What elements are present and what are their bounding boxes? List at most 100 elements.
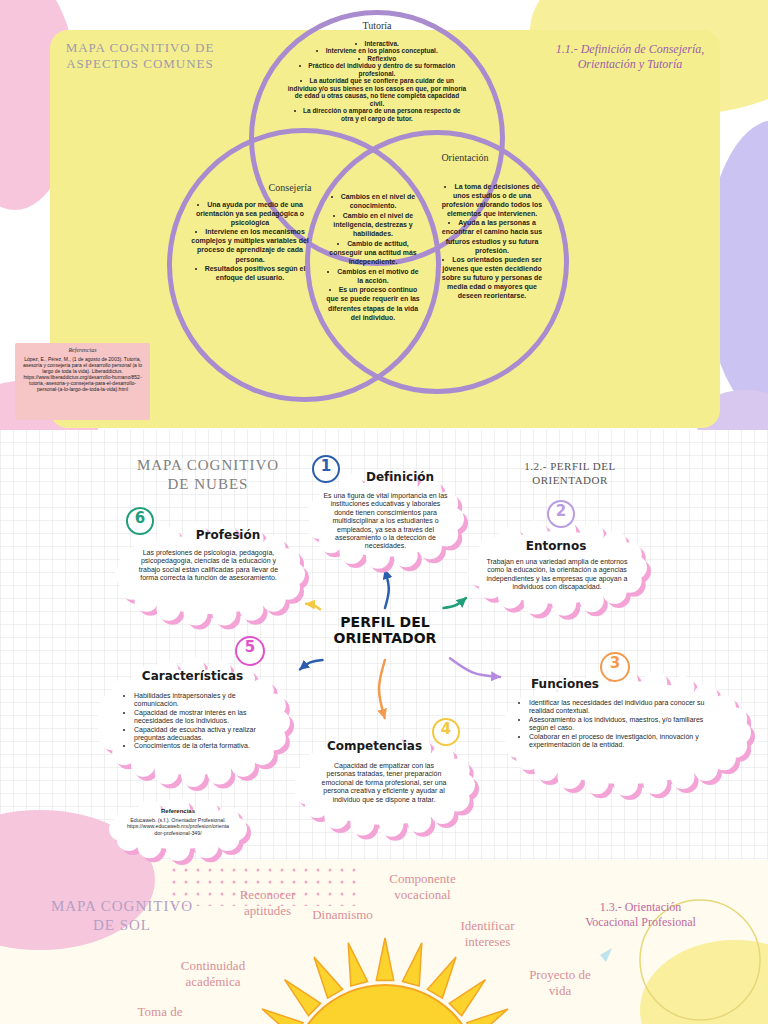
node-body: Cambio en el nivel de inteligencia, dest…	[325, 211, 421, 239]
cloud-box: 2EntornosTrabajan en una variedad amplia…	[466, 500, 648, 615]
cloud-shape	[240, 597, 264, 621]
cloud-shape	[407, 809, 431, 833]
text-zone: Es una figura de vital importancia en la…	[323, 492, 448, 551]
cloud-shape	[430, 800, 454, 824]
cloud-shape	[498, 526, 522, 550]
node-body: Resultados positivos según el enfoque de…	[189, 264, 311, 282]
sun-ray	[427, 957, 456, 998]
cloud-shape	[513, 681, 739, 784]
cloud-shadow	[311, 473, 468, 573]
cloud-shape	[181, 763, 205, 787]
cloud-shape	[558, 765, 582, 789]
text-zone: Capacidad de empatizar con las personas …	[320, 762, 448, 804]
sparkle	[600, 948, 612, 962]
cloud-shape	[350, 811, 374, 835]
sun-ray	[348, 943, 367, 986]
text-zone: Referencias	[20, 347, 145, 354]
cloud-shape	[127, 534, 293, 614]
sun-ray	[402, 943, 421, 986]
arrow-connector	[300, 660, 323, 669]
text-zone: Educaweb. (s.f.). Orientador Profesional…	[126, 817, 230, 836]
cloud-shape	[379, 813, 403, 837]
arrow-connector	[450, 658, 500, 677]
callout-number: 2	[547, 500, 575, 528]
arrow-connector	[385, 570, 389, 608]
text-zone: Interactiva.Interviene en los planos con…	[287, 40, 467, 122]
sun-ray	[449, 980, 485, 1016]
grid	[0, 430, 768, 860]
label: 1.3.- Orientación Vocacional Profesional	[578, 900, 703, 930]
node-body: Los orientados pueden ser jóvenes que es…	[440, 255, 544, 300]
callout-number: 4	[432, 718, 460, 746]
arrow-connector	[306, 604, 320, 609]
text-zone: Trabajan en una variedad amplia de entor…	[482, 558, 632, 592]
reference-box: ReferenciasLópez, E., Pérez, M., (1 de a…	[15, 343, 150, 420]
cloud-shape	[468, 519, 647, 616]
text-zone: López, E., Pérez, M., (1 de agosto de 20…	[20, 356, 145, 392]
node-body: Las profesiones de psicología, pedagogía…	[136, 549, 281, 583]
text-zone: Tutoría	[327, 20, 427, 32]
node-heading: Definición	[345, 471, 455, 485]
text-zone: 6	[126, 507, 154, 535]
cloud-shape	[671, 765, 695, 789]
cloud-shape	[212, 601, 236, 625]
cloud-shape	[294, 733, 475, 837]
node-body: Interviene en los planos conceptual.	[287, 47, 467, 54]
section-ground	[0, 0, 768, 430]
node-body: Ayuda a las personas a encontrar el cami…	[440, 218, 544, 254]
cloud-shape	[723, 707, 747, 731]
cloud-box: 6ProfesiónLas profesiones de psicología,…	[108, 505, 306, 627]
text-zone: Funciones	[510, 678, 620, 692]
label: MAPA COGNITIVO DE ASPECTOS COMUNES	[55, 40, 225, 73]
label: Componente vocacional	[375, 871, 470, 904]
node-body: Colaborar en el proceso de investigación…	[529, 733, 715, 750]
node-body: Interviene en los mecanismos complejos y…	[189, 227, 311, 263]
cloud-shape	[643, 671, 667, 695]
cloud-shape	[155, 760, 179, 784]
node-body: Habilidades intrapersonales y de comunic…	[134, 692, 280, 709]
text-zone: Habilidades intrapersonales y de comunic…	[125, 692, 280, 751]
central-concept: PERFIL DEL ORIENTADOR	[320, 608, 450, 660]
text-zone: Entornos	[506, 540, 606, 554]
node-heading: Entornos	[506, 540, 606, 554]
cloud-box: 4CompetenciasCapacidad de empatizar con …	[292, 718, 477, 838]
node-body: Asesoramiento a los individuos, maestros…	[529, 716, 715, 733]
text-zone: Identificar las necesidades del individu…	[520, 699, 715, 749]
node-heading: Referencias	[128, 808, 228, 815]
cloud-shape	[157, 597, 181, 621]
sun	[248, 938, 522, 1024]
cloud-shadow	[113, 801, 251, 865]
text-zone: Una ayuda por medio de una orientación y…	[189, 200, 311, 282]
cloud-shape	[96, 657, 290, 787]
venn-circle: ConsejeríaUna ayuda por medio de una ori…	[167, 128, 441, 402]
node-body: Identificar las necesidades del individu…	[529, 699, 715, 716]
node-heading: Competencias	[312, 740, 437, 754]
cloud-shadow	[298, 737, 479, 841]
label: Toma de	[125, 1004, 195, 1020]
node-body: López, E., Pérez, M., (1 de agosto de 20…	[20, 356, 145, 392]
reference-cloud: ReferenciasEducaweb. (s.f.). Orientador …	[108, 796, 248, 860]
node-heading: Orientación	[415, 152, 515, 164]
text-zone: Características	[110, 670, 275, 684]
label: 1.2.- PERFIL DEL ORIENTADOR	[515, 460, 625, 488]
node-body: Cambio de actitud, conseguir una actitud…	[325, 239, 421, 267]
venn-circle: OrientaciónLa toma de decisiones de unos…	[305, 130, 569, 394]
text-zone: Las profesiones de psicología, pedagogía…	[136, 549, 281, 583]
text-zone: Profesión	[173, 529, 283, 543]
cloud-shape	[184, 601, 208, 625]
label: Identificar intereses	[445, 918, 530, 951]
callout-number: 1	[312, 455, 340, 483]
cloud-shape	[580, 588, 604, 612]
panel	[50, 30, 720, 428]
callout-number: 3	[600, 652, 630, 682]
node-body: La autoridad que se confiere para cuidar…	[287, 77, 467, 107]
circle-outline	[308, 133, 567, 392]
text-zone: Orientación	[415, 152, 515, 164]
text-zone: 5	[235, 636, 265, 666]
cloud-shape	[109, 797, 247, 861]
cloud-shape	[207, 760, 231, 784]
node-heading: Funciones	[510, 678, 620, 692]
node-heading: PERFIL DEL ORIENTADOR	[320, 614, 450, 646]
callout-number: 5	[235, 636, 265, 666]
sun-ray	[376, 938, 393, 980]
